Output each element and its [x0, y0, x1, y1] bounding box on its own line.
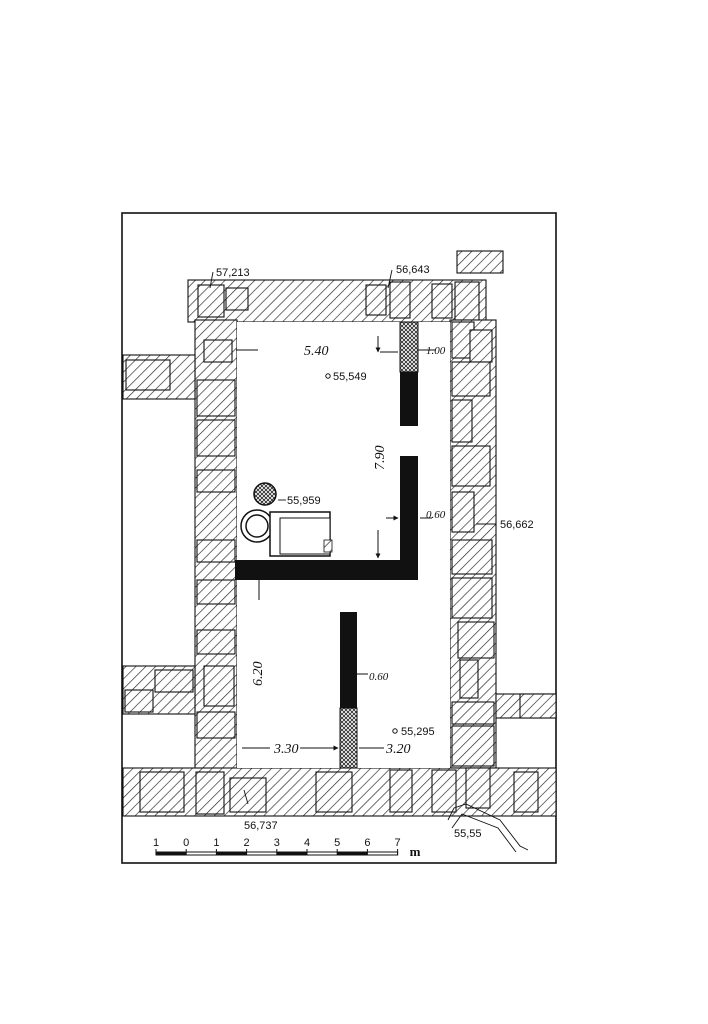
elevation-top-left: 57,213 — [216, 267, 250, 279]
scale-bar: 1 0 1 2 3 4 5 6 7m — [153, 837, 421, 859]
scale-tick-label: 6 — [364, 837, 370, 849]
dimension-south-right: 3.20 — [385, 742, 411, 757]
elevation-bottom-right: 55,55 — [454, 828, 482, 840]
dimension-partition-lower: 0.60 — [369, 671, 389, 683]
dimension-south-length: 6.20 — [251, 662, 266, 687]
elevation-points — [325, 373, 398, 734]
elevation-top-right: 56,643 — [396, 264, 430, 276]
dimension-south-left: 3.30 — [273, 742, 299, 757]
scale-tick-label: 3 — [274, 837, 280, 849]
scale-tick-label: 7 — [395, 837, 401, 849]
dimension-north-width: 5.40 — [304, 344, 329, 359]
well-symbol — [240, 482, 333, 557]
scale-tick-label: 0 — [183, 837, 189, 849]
elevation-room-south: 55,295 — [401, 726, 435, 738]
scale-bar-segment — [337, 852, 368, 855]
scale-tick-label: 1 — [153, 837, 159, 849]
scale-bar-segment — [276, 852, 307, 855]
leader-lines — [209, 269, 529, 853]
partition-cross-hatch — [339, 321, 419, 769]
scale-bar-segment — [216, 852, 247, 855]
dimension-partition-upper: 0.60 — [426, 509, 446, 521]
elevation-bottom-left: 56,737 — [244, 820, 278, 832]
scale-tick-label: 1 — [213, 837, 219, 849]
scale-tick-label: 2 — [244, 837, 250, 849]
scale-bar-segment — [156, 852, 187, 855]
scale-tick-label: 4 — [304, 837, 310, 849]
partition-walls — [235, 372, 418, 708]
elevation-east-wall: 56,662 — [500, 519, 534, 531]
scale-unit: m — [410, 844, 421, 859]
drawing-frame — [121, 212, 557, 864]
elevation-room-north: 55,549 — [333, 371, 367, 383]
dimension-door-width: 1.00 — [426, 345, 446, 357]
dimension-lines — [236, 336, 496, 751]
dimension-total-length: 7.90 — [373, 446, 388, 471]
scale-tick-label: 5 — [334, 837, 340, 849]
elevation-well: 55,959 — [287, 495, 321, 507]
